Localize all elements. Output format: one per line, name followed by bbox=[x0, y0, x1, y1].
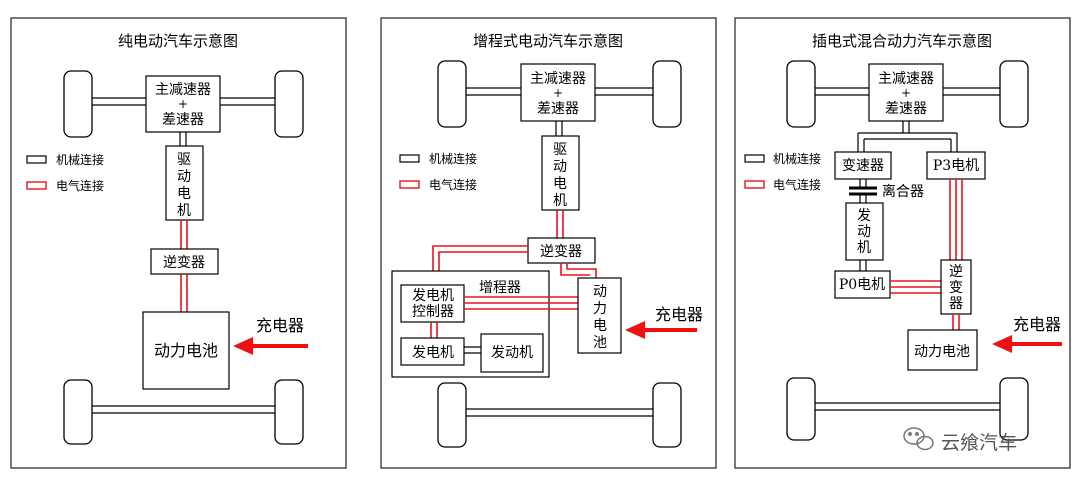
wheel-rear-right bbox=[274, 379, 304, 445]
legend-mech-swatch bbox=[26, 155, 47, 164]
wheel-front-right bbox=[999, 60, 1029, 128]
wheel-front-left bbox=[63, 70, 93, 138]
legend-elec-label: 电气连接 bbox=[773, 177, 821, 192]
battery-box bbox=[577, 277, 622, 354]
charger-label: 充电器 bbox=[1013, 315, 1061, 334]
legend-elec-swatch bbox=[26, 181, 47, 190]
panel-phev-title: 插电式混合动力汽车示意图 bbox=[812, 32, 992, 50]
battery-char-4: 池 bbox=[593, 335, 607, 351]
legend-elec-label: 电气连接 bbox=[56, 178, 104, 193]
generator-box bbox=[400, 337, 465, 366]
reducer-line1: 主减速器 bbox=[530, 71, 586, 87]
legend-elec-swatch bbox=[744, 180, 765, 189]
panel-erev: 增程式电动汽车示意图 主减速器 + 差速器 驱 动 电 机 逆变器 增程器 发电… bbox=[380, 17, 717, 469]
wheel-rear-right bbox=[652, 382, 682, 448]
wheel-front-left bbox=[437, 60, 467, 128]
battery-label: 动力电池 bbox=[914, 344, 970, 360]
reducer-box bbox=[520, 63, 596, 122]
engine-char-3: 机 bbox=[857, 240, 871, 256]
motor-char-1: 驱 bbox=[177, 152, 191, 168]
p3-motor-label: P3电机 bbox=[933, 158, 979, 174]
engine-char-2: 动 bbox=[857, 224, 871, 240]
motor-char-3: 电 bbox=[553, 176, 567, 192]
motor-char-2: 动 bbox=[177, 169, 191, 185]
reducer-line2: 差速器 bbox=[885, 101, 927, 117]
reducer-line2: 差速器 bbox=[162, 112, 204, 128]
motor-char-3: 电 bbox=[177, 186, 191, 202]
p3-motor-box bbox=[926, 151, 986, 180]
wheel-rear-left bbox=[786, 377, 816, 441]
inverter-char-1: 逆 bbox=[949, 264, 963, 280]
gen-controller-line1: 发电机 bbox=[412, 288, 454, 304]
engine-char-1: 发 bbox=[857, 208, 871, 224]
legend-mech-label: 机械连接 bbox=[56, 152, 104, 167]
inverter-label: 逆变器 bbox=[163, 255, 205, 271]
p0-motor-label: P0电机 bbox=[839, 277, 885, 293]
gearbox-label: 变速器 bbox=[842, 158, 884, 174]
battery-box bbox=[142, 311, 230, 390]
reducer-plus: + bbox=[901, 86, 911, 100]
battery-char-2: 力 bbox=[593, 301, 607, 317]
watermark: 云飨汽车 bbox=[903, 427, 1017, 454]
watermark-text: 云飨汽车 bbox=[941, 432, 1017, 454]
gen-controller-line2: 控制器 bbox=[412, 304, 454, 320]
inverter-char-2: 变 bbox=[949, 280, 963, 296]
elec-inverter-battery-a bbox=[560, 263, 590, 276]
panel-erev-title: 增程式电动汽车示意图 bbox=[473, 32, 623, 50]
wheel-front-right bbox=[274, 70, 304, 138]
wheel-front-right bbox=[652, 60, 682, 128]
motor-char-2: 动 bbox=[553, 159, 567, 175]
battery-char-3: 电 bbox=[593, 318, 607, 334]
inverter-box bbox=[150, 248, 219, 275]
motor-box bbox=[541, 135, 580, 211]
engine-box bbox=[480, 333, 544, 373]
gearbox-box bbox=[834, 151, 892, 180]
legend-elec-label: 电气连接 bbox=[429, 177, 477, 192]
inverter-char-3: 器 bbox=[949, 296, 963, 312]
wheel-rear-left bbox=[63, 379, 93, 445]
battery-char-1: 动 bbox=[593, 284, 607, 300]
panel-phev: 插电式混合动力汽车示意图 主减速器 + 差速器 变速器 P3电机 离合器 发 动 bbox=[734, 17, 1071, 469]
reducer-line2: 差速器 bbox=[537, 101, 579, 117]
reducer-line1: 主减速器 bbox=[155, 82, 211, 98]
panel-bev: 纯电动汽车示意图 主减速器 + 差速器 驱 动 电 机 逆变器 动力电池 充电器… bbox=[10, 17, 347, 469]
reducer-plus: + bbox=[553, 86, 563, 100]
charger-label: 充电器 bbox=[256, 316, 304, 335]
inverter-box bbox=[940, 259, 972, 315]
motor-char-4: 机 bbox=[553, 193, 567, 209]
inverter-label: 逆变器 bbox=[540, 244, 582, 260]
inverter-box bbox=[527, 237, 596, 264]
legend-elec-swatch bbox=[399, 180, 420, 189]
wheel-front-left bbox=[786, 60, 816, 128]
engine-box bbox=[845, 202, 884, 261]
range-extender-label: 增程器 bbox=[479, 280, 521, 296]
wechat-icon bbox=[903, 427, 934, 451]
p0-motor-box bbox=[834, 270, 891, 299]
generator-label: 发电机 bbox=[412, 345, 454, 361]
charger-arrow-icon bbox=[625, 321, 645, 339]
battery-label: 动力电池 bbox=[154, 341, 218, 360]
reducer-box bbox=[868, 63, 944, 122]
reducer-plus: + bbox=[178, 97, 188, 111]
elec-inverter-battery-b bbox=[566, 263, 597, 278]
motor-char-4: 机 bbox=[177, 203, 191, 219]
motor-box bbox=[165, 145, 204, 221]
reducer-line1: 主减速器 bbox=[878, 71, 934, 87]
charger-arrow-icon bbox=[233, 337, 253, 355]
wheel-rear-right bbox=[999, 377, 1029, 441]
panel-bev-title: 纯电动汽车示意图 bbox=[118, 32, 238, 50]
legend-mech-label: 机械连接 bbox=[429, 151, 477, 166]
battery-box bbox=[907, 329, 978, 371]
legend-mech-label: 机械连接 bbox=[773, 151, 821, 166]
engine-label: 发动机 bbox=[491, 345, 533, 361]
legend-mech-swatch bbox=[744, 154, 765, 163]
motor-char-1: 驱 bbox=[553, 142, 567, 158]
clutch-label: 离合器 bbox=[882, 183, 924, 200]
reducer-box bbox=[145, 75, 221, 133]
charger-arrow-icon bbox=[992, 335, 1012, 353]
charger-label: 充电器 bbox=[655, 305, 703, 324]
legend-mech-swatch bbox=[399, 154, 420, 163]
wheel-rear-left bbox=[437, 382, 467, 448]
